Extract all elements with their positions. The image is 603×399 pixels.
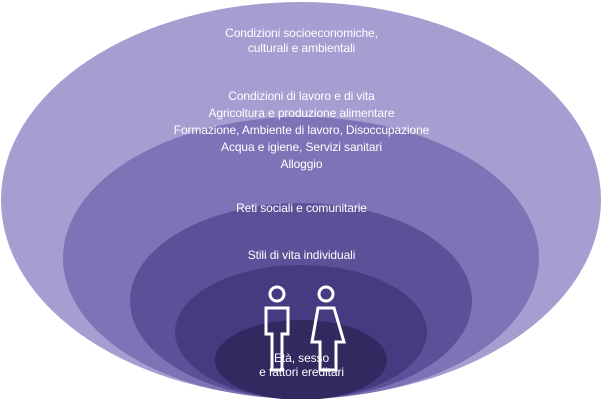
male-figure-icon bbox=[264, 285, 290, 372]
label-socioeconomic-line-2: culturali e ambientali bbox=[247, 41, 356, 55]
label-living-line-3: Formazione, Ambiente di lavoro, Disoccup… bbox=[173, 123, 430, 137]
label-socioeconomic-line-1: Condizioni socioeconomiche, bbox=[225, 26, 378, 40]
label-living-line-1: Condizioni di lavoro e di vita bbox=[228, 89, 375, 103]
label-lifestyle-text: Stili di vita individuali bbox=[247, 248, 356, 262]
label-living-line-5: Alloggio bbox=[280, 157, 323, 171]
label-living-line-2: Agricoltura e produzione alimentare bbox=[208, 106, 395, 120]
label-social-networks: Reti sociali e comunitarie bbox=[0, 201, 603, 216]
label-core: Età, sesso e fattori ereditari bbox=[0, 351, 603, 379]
label-socioeconomic: Condizioni socioeconomiche, culturali e … bbox=[0, 26, 603, 56]
female-figure-icon bbox=[310, 285, 347, 372]
label-living-line-4: Acqua e igiene, Servizi sanitari bbox=[221, 140, 382, 154]
label-living-conditions: Condizioni di lavoro e di vita Agricoltu… bbox=[0, 88, 603, 173]
label-social-text: Reti sociali e comunitarie bbox=[236, 201, 367, 215]
label-lifestyle: Stili di vita individuali bbox=[0, 248, 603, 263]
label-core-line-1: Età, sesso bbox=[273, 351, 330, 365]
label-core-line-2: e fattori ereditari bbox=[259, 365, 344, 379]
